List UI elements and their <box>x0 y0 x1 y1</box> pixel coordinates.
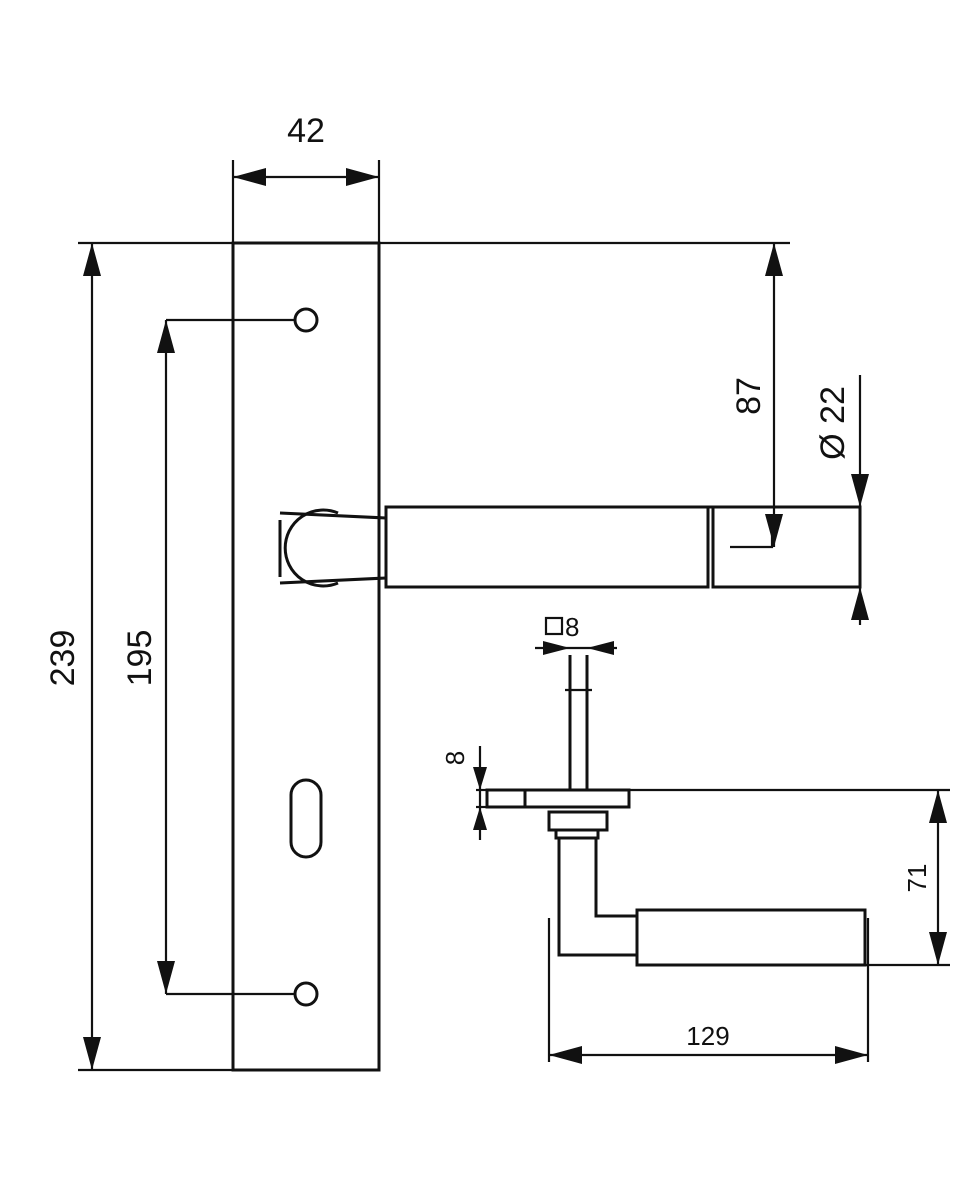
dim-lever-projection: 71 <box>629 788 950 967</box>
keyhole-slot <box>289 778 323 859</box>
dim-lever-diameter-label: Ø 22 <box>814 386 852 460</box>
lever-side-grip <box>635 908 867 967</box>
dim-total-height-label: 239 <box>44 630 82 687</box>
backplate-side <box>485 788 527 809</box>
square-symbol <box>544 616 564 636</box>
dim-rose-thickness: 8 <box>440 746 490 840</box>
dim-lever-offset-label: 87 <box>730 377 768 415</box>
dim-plate-width-label: 42 <box>287 112 325 150</box>
dim-total-height: 239 <box>44 241 233 1072</box>
dim-hole-spacing-label: 195 <box>121 630 159 687</box>
dim-lever-length-label: 129 <box>686 1021 729 1051</box>
rose <box>283 508 339 588</box>
dim-rose-thickness-label: 8 <box>440 751 470 765</box>
rose-side <box>523 788 631 809</box>
bottom-screw-hole <box>293 981 319 1007</box>
dim-lever-length: 129 <box>547 918 870 1064</box>
backplate <box>231 241 381 1072</box>
spindle <box>565 655 592 790</box>
dim-lever-diameter: Ø 22 <box>814 375 869 625</box>
lever-side-profile <box>557 838 637 957</box>
dim-lever-offset: 87 <box>379 241 790 547</box>
top-screw-hole <box>293 307 319 333</box>
dim-spindle-square-label: 8 <box>565 612 579 642</box>
lever-neck <box>279 511 387 585</box>
lever-body <box>384 505 710 589</box>
dim-plate-width: 42 <box>231 112 381 243</box>
dim-spindle-square: 8 <box>535 612 617 655</box>
collar-side <box>547 810 609 832</box>
dim-hole-spacing: 195 <box>121 318 295 996</box>
lever-end <box>711 505 862 589</box>
dim-lever-projection-label: 71 <box>902 864 932 893</box>
